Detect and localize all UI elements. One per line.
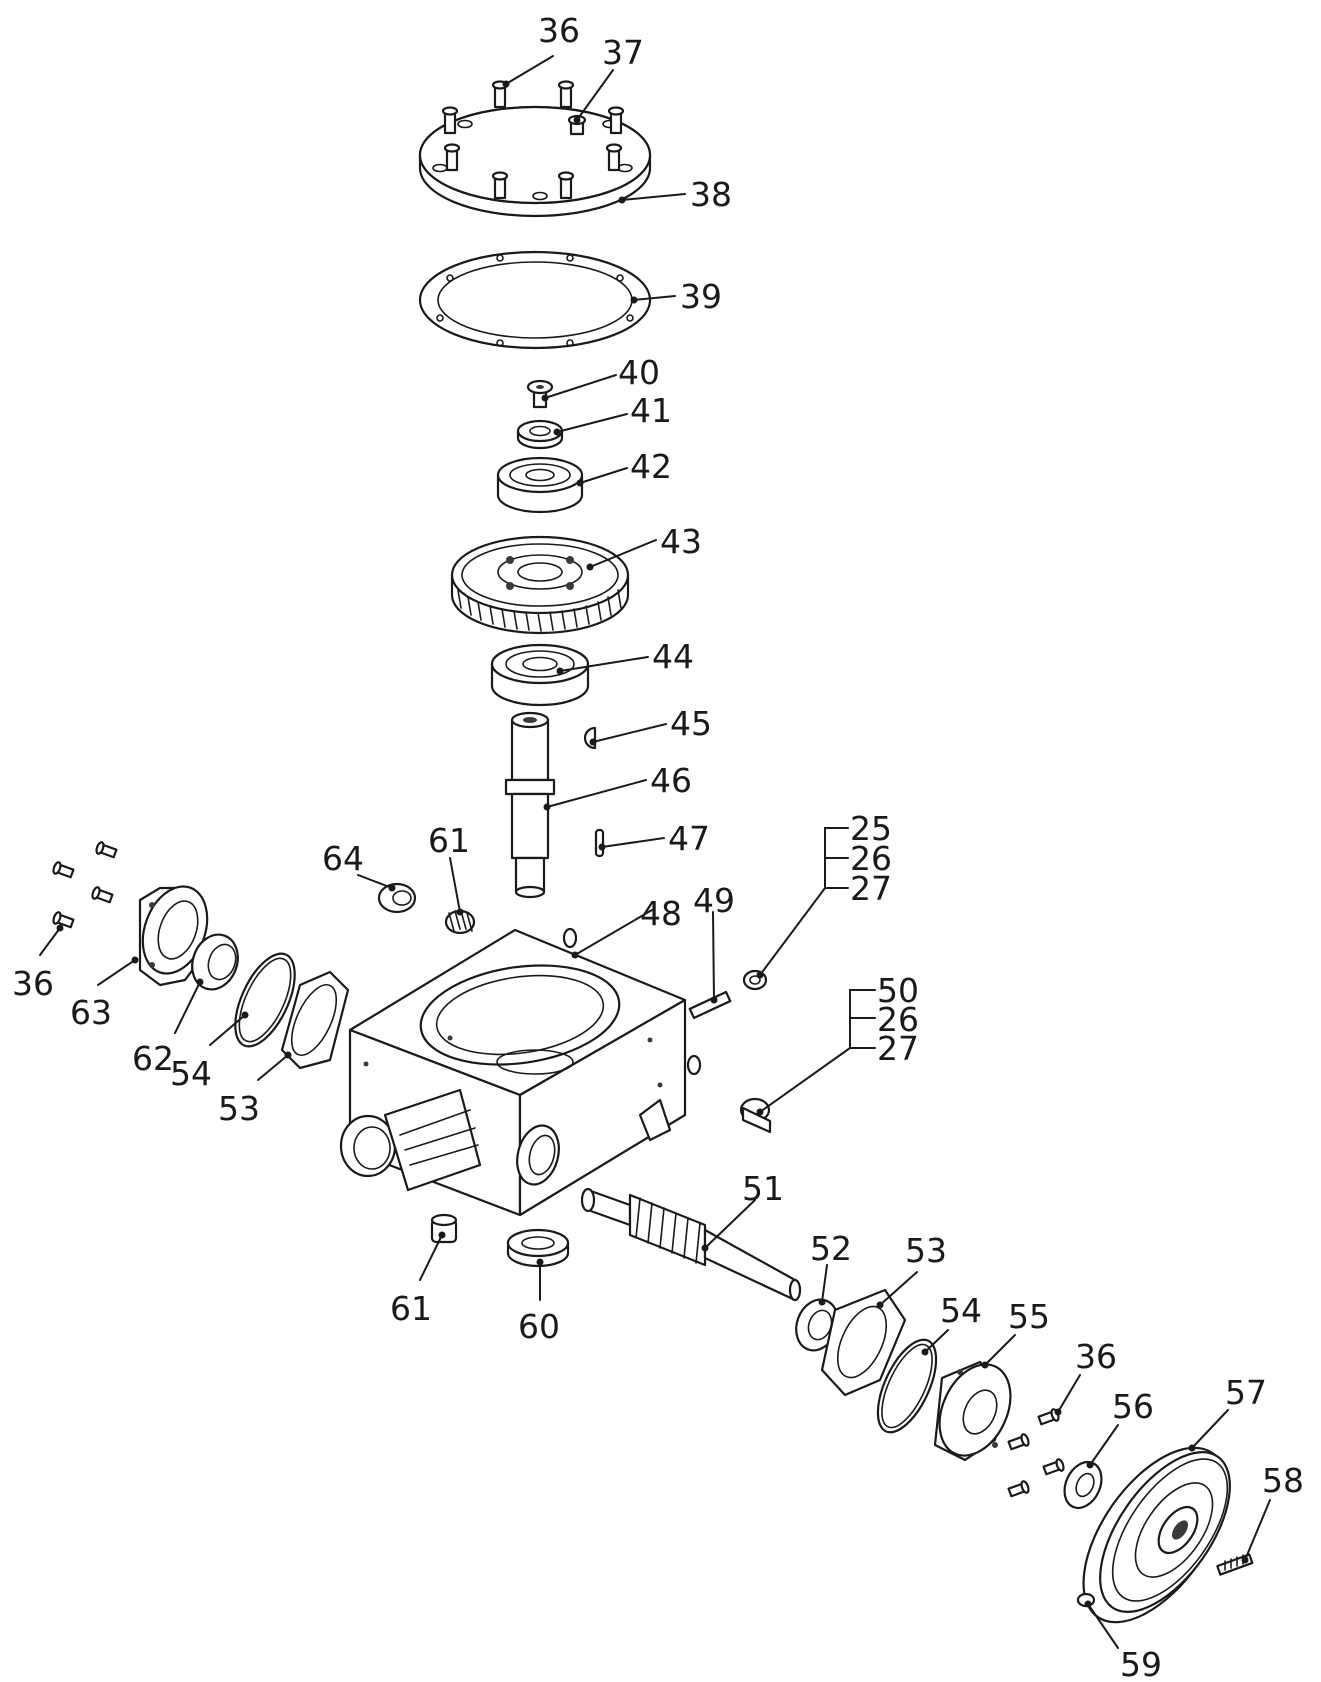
callout-46: 46 (650, 761, 692, 800)
callout-51: 51 (742, 1169, 784, 1208)
callout-26-lower: 26 (877, 1000, 919, 1039)
callout-44: 44 (652, 637, 694, 676)
worm-wheel (450, 535, 630, 635)
callout-63: 63 (70, 993, 112, 1032)
callout-48: 48 (640, 894, 682, 933)
callout-56: 56 (1112, 1387, 1154, 1426)
retaining-washer (516, 419, 564, 450)
right-flange-cover (933, 1360, 1012, 1462)
callout-53-right: 53 (905, 1231, 947, 1270)
callout-59: 59 (1120, 1645, 1162, 1682)
v-belt-pulley (1082, 1446, 1231, 1624)
breather-plug (567, 114, 587, 136)
retaining-screw (526, 379, 554, 409)
callout-47: 47 (668, 819, 710, 858)
right-o-ring (876, 1338, 938, 1434)
callout-37: 37 (602, 33, 644, 72)
stud (688, 990, 732, 1020)
leader-lines (39, 55, 1271, 1649)
upper-bearing (496, 456, 584, 514)
lower-drain-plug (739, 1097, 772, 1134)
callout-60: 60 (518, 1307, 560, 1346)
callout-54-right: 54 (940, 1291, 982, 1330)
left-flange-cover (138, 885, 209, 987)
callout-50: 50 (877, 971, 919, 1010)
callout-41: 41 (630, 391, 672, 430)
top-plug (444, 909, 476, 935)
callout-54-left: 54 (170, 1054, 212, 1093)
callout-43: 43 (660, 522, 702, 561)
callout-58: 58 (1262, 1461, 1304, 1500)
gearbox-housing (339, 927, 702, 1217)
output-shaft (504, 711, 556, 899)
oil-seal (377, 882, 417, 914)
callout-40: 40 (618, 353, 660, 392)
callout-64: 64 (322, 839, 364, 878)
callout-52: 52 (810, 1229, 852, 1268)
left-gasket (280, 970, 350, 1070)
callout-labels: 36 37 38 39 40 41 42 43 44 45 46 47 25 2… (12, 11, 1304, 1682)
callout-25: 25 (850, 809, 892, 848)
callout-36-left: 36 (12, 964, 54, 1003)
callout-55: 55 (1008, 1297, 1050, 1336)
callout-26-upper: 26 (850, 839, 892, 878)
cover-bolts (441, 80, 625, 200)
callout-45: 45 (670, 704, 712, 743)
top-gasket (418, 250, 652, 350)
callout-62: 62 (132, 1039, 174, 1078)
callout-57: 57 (1225, 1373, 1267, 1412)
callout-27-upper: 27 (850, 869, 892, 908)
worm-shaft (580, 1187, 802, 1302)
callout-38: 38 (690, 175, 732, 214)
callout-27-lower: 27 (877, 1029, 919, 1068)
top-cover-plate (418, 105, 652, 218)
bottom-plug (430, 1213, 458, 1244)
callout-42: 42 (630, 447, 672, 486)
right-flange-bolts (1007, 1408, 1065, 1498)
dowel-pin (594, 828, 605, 858)
callout-53-left: 53 (218, 1089, 260, 1128)
left-bearing (191, 933, 239, 991)
left-o-ring (234, 952, 296, 1048)
callout-61-top: 61 (428, 821, 470, 860)
lower-bearing (490, 643, 590, 707)
callout-61-bottom: 61 (390, 1289, 432, 1328)
bottom-oil-seal (506, 1228, 570, 1268)
left-flange-bolts (52, 841, 118, 929)
callout-36-top: 36 (538, 11, 580, 50)
pulley-spacer (1063, 1460, 1103, 1510)
callout-39: 39 (680, 277, 722, 316)
callout-49: 49 (693, 881, 735, 920)
callout-36-right: 36 (1075, 1337, 1117, 1376)
